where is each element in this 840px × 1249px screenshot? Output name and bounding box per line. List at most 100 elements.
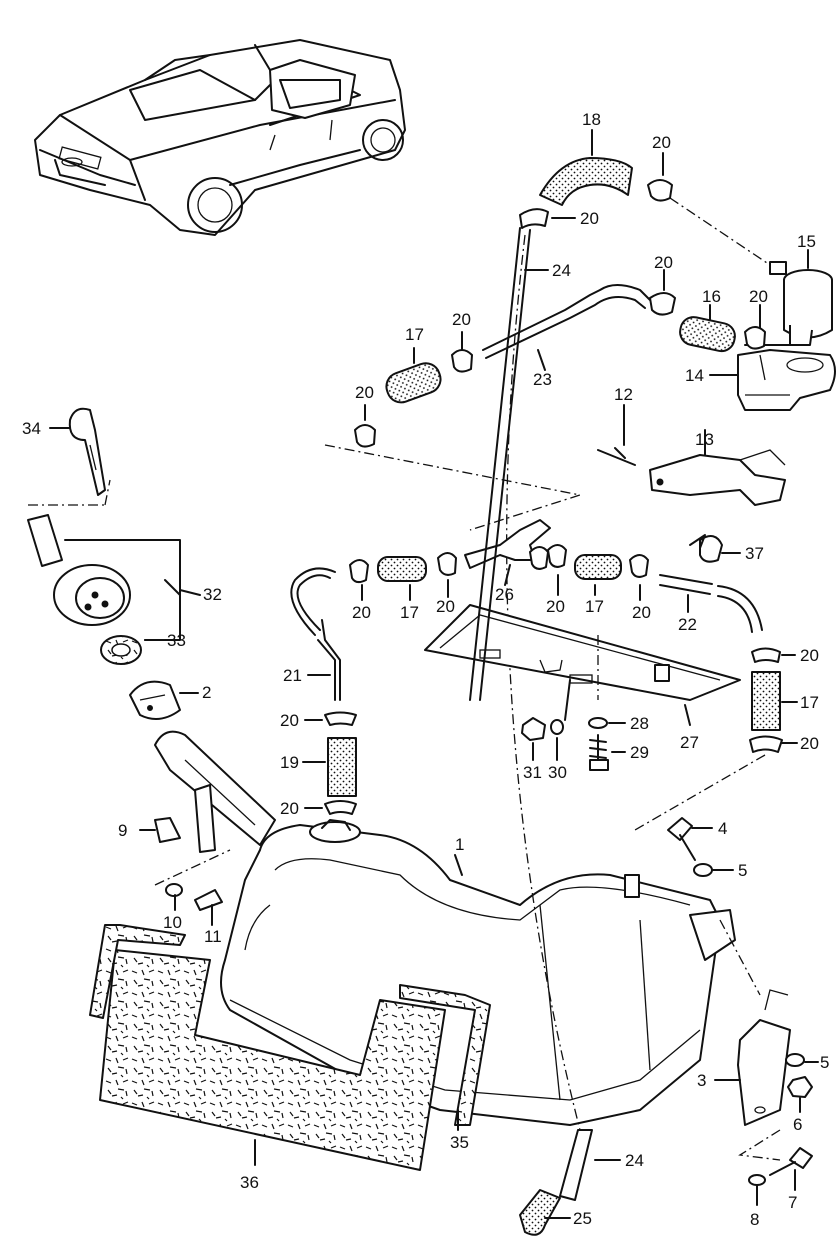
mounting-bracket-part-3 xyxy=(737,989,791,1126)
callout-17d: 17 xyxy=(585,597,604,616)
callout-11: 11 xyxy=(204,927,222,946)
pipe-part-21 xyxy=(317,619,341,701)
callout-16: 16 xyxy=(702,287,721,306)
callout-20h: 20 xyxy=(280,799,299,818)
callout-26: 26 xyxy=(495,585,514,604)
clip-part-37 xyxy=(689,534,723,563)
car-illustration xyxy=(34,39,406,236)
callout-20d: 20 xyxy=(652,133,671,152)
filler-cap-part-2 xyxy=(129,680,181,720)
washer-part-28 xyxy=(588,717,608,729)
callout-20l: 20 xyxy=(800,734,819,753)
callout-32: 32 xyxy=(203,585,222,604)
callout-33: 33 xyxy=(167,631,186,650)
callout-6: 6 xyxy=(793,1115,802,1134)
callout-20c: 20 xyxy=(580,209,599,228)
nut-part-31 xyxy=(521,717,546,741)
clamp-20 xyxy=(354,424,376,448)
callout-20j: 20 xyxy=(632,603,651,622)
clamp-20 xyxy=(744,326,766,350)
clamp-20 xyxy=(324,711,357,726)
mounting-plate-part-13 xyxy=(649,449,786,506)
washer-part-8 xyxy=(748,1174,766,1186)
fuel-tank-part-1 xyxy=(220,819,736,1126)
callout-36: 36 xyxy=(240,1173,259,1192)
hose-part-24 xyxy=(469,227,531,701)
drain-cap-part-25 xyxy=(519,1189,561,1236)
callout-31: 31 xyxy=(523,763,542,782)
insulation-mat-part-36 xyxy=(99,949,446,1171)
bolt-part-7 xyxy=(769,1147,813,1176)
callout-20f: 20 xyxy=(436,597,455,616)
pin-part-12 xyxy=(597,447,636,466)
callout-13: 13 xyxy=(695,430,714,449)
clamp-20 xyxy=(324,800,357,815)
callout-15: 15 xyxy=(797,232,816,251)
callout-24a: 24 xyxy=(552,261,571,280)
callout-14: 14 xyxy=(685,366,704,385)
callout-12: 12 xyxy=(614,385,633,404)
washer-part-5a xyxy=(693,863,713,877)
callout-8: 8 xyxy=(750,1210,759,1229)
canister-bracket-part-14 xyxy=(737,349,836,411)
callout-37: 37 xyxy=(745,544,764,563)
callout-19: 19 xyxy=(280,753,299,772)
callout-5a: 5 xyxy=(738,861,747,880)
callout-5b: 5 xyxy=(820,1053,829,1072)
lock-cylinder-part-32 xyxy=(27,514,131,626)
callout-17c: 17 xyxy=(400,603,419,622)
callout-20n: 20 xyxy=(749,287,768,306)
nut-part-6 xyxy=(787,1076,813,1098)
callout-10: 10 xyxy=(163,913,182,932)
callout-28: 28 xyxy=(630,714,649,733)
clamp-20 xyxy=(751,647,781,663)
callout-24b: 24 xyxy=(625,1151,644,1170)
hose-part-17 xyxy=(385,362,442,404)
callout-20k: 20 xyxy=(800,646,819,665)
hose-part-16 xyxy=(679,316,736,353)
hose-part-18 xyxy=(539,157,633,206)
callout-2: 2 xyxy=(202,683,211,702)
washer-part-5b xyxy=(785,1053,805,1067)
callout-20m: 20 xyxy=(654,253,673,272)
bracket-part-9 xyxy=(154,784,216,853)
callout-9: 9 xyxy=(118,821,127,840)
callout-1: 1 xyxy=(455,835,464,854)
callout-20a: 20 xyxy=(355,383,374,402)
callout-25: 25 xyxy=(573,1209,592,1228)
filter-canister-part-15 xyxy=(744,261,833,346)
callout-29: 29 xyxy=(630,743,649,762)
clamp-20 xyxy=(649,292,676,316)
callout-35: 35 xyxy=(450,1133,469,1152)
drain-hose-part-24 xyxy=(559,1129,593,1201)
hose-row-middle xyxy=(349,519,763,633)
pipe-part-23 xyxy=(482,284,651,359)
callout-18: 18 xyxy=(582,110,601,129)
callout-20e: 20 xyxy=(352,603,371,622)
callout-20g: 20 xyxy=(280,711,299,730)
callout-30: 30 xyxy=(548,763,567,782)
clamp-20 xyxy=(647,179,673,202)
screw-part-29 xyxy=(589,734,609,771)
hose-part-19 xyxy=(327,737,357,797)
callout-17a: 17 xyxy=(405,325,424,344)
hose-part-17 xyxy=(751,671,781,731)
callout-21: 21 xyxy=(283,666,302,685)
callout-17b: 17 xyxy=(800,693,819,712)
clamp-20 xyxy=(451,349,473,373)
clamp-20 xyxy=(749,735,783,753)
callout-34: 34 xyxy=(22,419,41,438)
bolt-part-4 xyxy=(667,817,696,861)
callout-22: 22 xyxy=(678,615,697,634)
callout-4: 4 xyxy=(718,819,727,838)
callout-20i: 20 xyxy=(546,597,565,616)
callout-3: 3 xyxy=(697,1071,706,1090)
insulation-pad-part-35 xyxy=(89,924,491,1126)
washer-part-10 xyxy=(165,883,183,897)
callout-7: 7 xyxy=(788,1193,797,1212)
ignition-key-part-34 xyxy=(68,407,106,496)
callout-20b: 20 xyxy=(452,310,471,329)
callout-23: 23 xyxy=(533,370,552,389)
clamp-20 xyxy=(519,208,549,229)
